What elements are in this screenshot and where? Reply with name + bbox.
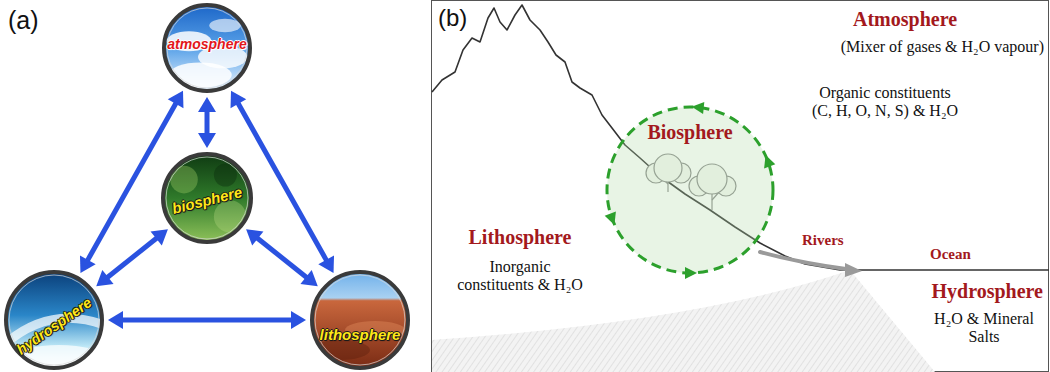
sphere-circle: atmosphere [162, 3, 252, 93]
sphere-fill [164, 5, 250, 91]
arrow-shaft [237, 102, 327, 262]
biosphere-cycle: Biosphere [605, 105, 775, 275]
description-text: H₂O & Mineral Salts [925, 310, 1043, 347]
cycle-circle [607, 107, 773, 273]
description-text: Inorganic constituents & H₂O [457, 258, 583, 295]
sphere-inner-rim [9, 275, 99, 365]
arrow-head [96, 270, 113, 286]
arrow-shaft [106, 237, 157, 278]
cycle-arrowhead [692, 102, 705, 114]
place-label: Ocean [930, 246, 971, 263]
panel-label: (b) [438, 4, 467, 32]
arrow-head [291, 311, 306, 329]
arrow-head [198, 133, 216, 148]
panel-frame [432, 1, 1049, 372]
sphere-rim [312, 272, 408, 368]
arrow-shaft [87, 102, 177, 262]
sphere-rim [163, 154, 251, 242]
arrow-head [168, 91, 184, 108]
arrow-head [108, 311, 123, 329]
sphere-picture [167, 19, 248, 88]
sphere-fill [163, 154, 251, 242]
river-arrow [760, 252, 846, 269]
interaction-arrow [108, 311, 306, 329]
sphere-inner-rim [315, 275, 405, 365]
panel-label: (a) [8, 6, 39, 35]
sphere-heading: Biosphere [647, 121, 732, 144]
sphere-name: lithosphere [320, 326, 401, 343]
description-text: (Mixer of gases & H₂O vapour) [841, 38, 1044, 56]
cycle-arrowhead [685, 267, 697, 279]
sphere-picture [170, 164, 246, 233]
cycle-arrowhead [605, 212, 616, 225]
arrow-head [246, 229, 263, 245]
sphere-circle: lithosphere [310, 270, 410, 370]
sphere-name: atmosphere [167, 36, 246, 52]
cycle-arrowhead [764, 155, 775, 168]
description-text: Organic constituents (C, H, O, N, S) & H… [812, 84, 959, 121]
sphere-inner-rim [167, 8, 247, 88]
interaction-arrow [96, 229, 168, 286]
sphere-heading: Lithosphere [469, 226, 572, 249]
sphere-heading: Hydrosphere [932, 280, 1044, 303]
arrow-shaft [205, 110, 210, 135]
sphere-rim [164, 5, 250, 91]
arrow-head [300, 270, 317, 286]
sphere-heading: Atmosphere [853, 8, 957, 31]
place-label: Rivers [802, 232, 844, 249]
interaction-arrow [246, 229, 318, 286]
arrow-head [80, 255, 96, 272]
sphere-circle: hydrosphere [4, 270, 104, 370]
arrow-shaft [256, 237, 307, 278]
node-outline [310, 270, 410, 370]
sphere-rim [6, 272, 102, 368]
sphere-circle: biosphere [161, 152, 253, 244]
arrow-head [231, 91, 247, 108]
arrow-head [318, 255, 334, 272]
interaction-arrow [198, 97, 216, 148]
river-arrowhead [845, 263, 862, 277]
arrow-head [198, 97, 216, 112]
arrow-head [151, 229, 168, 245]
arrow-shaft [121, 318, 293, 323]
sphere-inner-rim [166, 157, 248, 239]
